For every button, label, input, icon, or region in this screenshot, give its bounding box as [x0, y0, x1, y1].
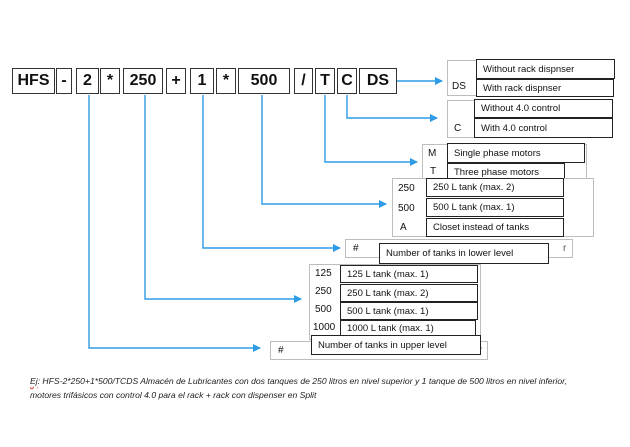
upper-tank-option-500: 500 L tank (max. 1): [340, 302, 478, 320]
lower-count-code: #: [353, 243, 359, 254]
lower-tank-option-closet: Closet instead of tanks: [426, 218, 564, 237]
code-segment-lower-tank: 500: [238, 68, 290, 94]
code-segment-upper-tank: 250: [123, 68, 163, 94]
lower-tank-code-1: 500: [398, 203, 415, 214]
upper-tank-code-3: 1000: [313, 322, 336, 333]
upper-tank-code-2: 500: [315, 304, 332, 315]
connector-c: [346, 95, 438, 122]
example-prefix: Ej: [30, 376, 38, 386]
example-text: : HFS-2*250+1*500/TCDS Almacén de Lubric…: [30, 376, 567, 400]
upper-count-label: Number of tanks in upper level: [311, 335, 481, 355]
connector-2-upper: [88, 95, 261, 352]
control-option-without: Without 4.0 control: [474, 99, 613, 118]
lower-count-trailing: r: [563, 243, 567, 254]
code-segment-star-2: *: [216, 68, 236, 94]
code-segment-lower-count: 1: [190, 68, 214, 94]
motors-option-single: Single phase motors: [447, 143, 585, 163]
connector-500-lower: [261, 95, 387, 208]
control-option-with: With 4.0 control: [474, 118, 613, 138]
code-segment-dispenser: DS: [359, 68, 397, 94]
connector-250-upper: [144, 95, 302, 303]
code-segment-motors: T: [315, 68, 335, 94]
motors-code-1: T: [430, 166, 437, 177]
example-footnote: Ej: HFS-2*250+1*500/TCDS Almacén de Lubr…: [30, 374, 600, 402]
motors-code-0: M: [428, 148, 437, 159]
code-segment-series: HFS: [12, 68, 55, 94]
upper-tank-code-1: 250: [315, 286, 332, 297]
lower-tank-option-500: 500 L tank (max. 1): [426, 198, 564, 217]
upper-tank-option-250: 250 L tank (max. 2): [340, 284, 478, 302]
lower-tank-code-2: A: [400, 222, 407, 233]
control-code-1: C: [454, 123, 462, 134]
code-segment-dash: -: [56, 68, 72, 94]
upper-tank-code-0: 125: [315, 268, 332, 279]
code-segment-plus: +: [166, 68, 186, 94]
lower-tank-option-250: 250 L tank (max. 2): [426, 178, 564, 197]
dispenser-code-1: DS: [452, 81, 466, 92]
upper-tank-option-125: 125 L tank (max. 1): [340, 265, 478, 283]
code-segment-control: C: [337, 68, 357, 94]
code-segment-slash: /: [294, 68, 313, 94]
lower-tank-code-0: 250: [398, 183, 415, 194]
dispenser-option-without: Without rack dispnser: [476, 59, 615, 79]
dispenser-option-with: With rack dispnser: [476, 79, 614, 97]
code-segment-upper-count: 2: [76, 68, 99, 94]
upper-count-code: #: [278, 345, 284, 356]
connector-1-lower: [202, 95, 341, 252]
code-segment-star-1: *: [100, 68, 120, 94]
connector-t: [324, 95, 418, 166]
lower-count-label: Number of tanks in lower level: [379, 243, 549, 264]
